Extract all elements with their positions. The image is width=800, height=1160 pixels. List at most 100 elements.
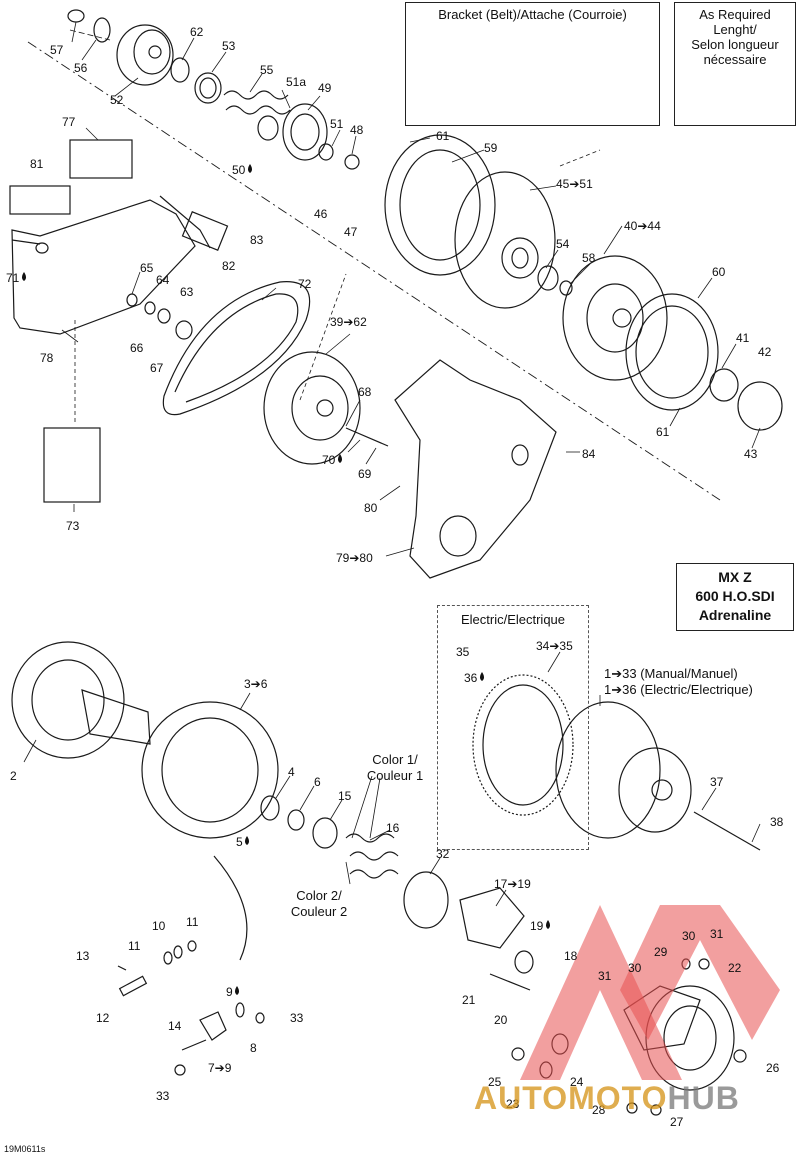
color1-line2: Couleur 1 <box>366 768 424 783</box>
part-label-p32: 32 <box>436 847 450 861</box>
part-label-p35: 35 <box>456 645 470 659</box>
as-required-line2: Lenght/ <box>713 22 757 37</box>
part-label-p67: 67 <box>150 361 164 375</box>
part-label-p57: 57 <box>50 43 64 57</box>
part-label-p24: 24 <box>570 1075 584 1089</box>
watermark-brand: AUTOMOTOHUB <box>474 1080 740 1117</box>
model-line2: 600 H.O.SDI <box>695 588 775 604</box>
part-label-p56: 56 <box>74 61 88 75</box>
as-required-line4: nécessaire <box>703 52 767 67</box>
part-label-p21: 21 <box>462 993 476 1007</box>
part-label-p39_62: 39➔62 <box>330 315 367 329</box>
part-label-p3_6: 3➔6 <box>244 677 268 691</box>
part-label-p58: 58 <box>582 251 596 265</box>
watermark-triangles <box>520 905 780 1080</box>
color1-note: Color 1/ Couleur 1 <box>360 752 430 784</box>
manual-range-note: 1➔33 (Manual/Manuel) <box>604 666 738 681</box>
part-label-p4: 4 <box>288 765 295 779</box>
part-label-p20: 20 <box>494 1013 508 1027</box>
part-label-p66: 66 <box>130 341 144 355</box>
color2-line2: Couleur 2 <box>290 904 348 919</box>
part-label-p65: 65 <box>140 261 154 275</box>
oil-drop-icon <box>22 272 26 281</box>
part-label-p33b: 33 <box>156 1089 170 1103</box>
model-line3: Adrenaline <box>698 607 772 623</box>
part-label-p42: 42 <box>758 345 772 359</box>
part-label-p25: 25 <box>488 1075 502 1089</box>
part-label-p41: 41 <box>736 331 750 345</box>
part-label-p22: 22 <box>728 961 742 975</box>
part-label-p72: 72 <box>298 277 312 291</box>
reference-code: 19M0611s <box>4 1144 46 1154</box>
part-label-p68: 68 <box>358 385 372 399</box>
part-label-p81: 81 <box>30 157 44 171</box>
part-label-p33a: 33 <box>290 1011 304 1025</box>
part-label-p31b: 31 <box>598 969 612 983</box>
color2-line1: Color 2/ <box>296 888 342 903</box>
part-label-p62: 62 <box>190 25 204 39</box>
watermark-brand-b: HUB <box>667 1080 740 1116</box>
part-label-p38: 38 <box>770 815 784 829</box>
part-label-p26: 26 <box>766 1061 780 1075</box>
part-label-p84: 84 <box>582 447 596 461</box>
model-line1: MX Z <box>718 569 752 585</box>
part-label-p49: 49 <box>318 81 332 95</box>
oil-drop-icon <box>235 986 239 995</box>
part-label-p78: 78 <box>40 351 54 365</box>
as-required-box: As Required Lenght/ Selon longueur néces… <box>674 2 796 126</box>
oil-drop-icon <box>480 672 484 681</box>
color2-note: Color 2/ Couleur 2 <box>284 888 354 920</box>
part-label-p5: 5 <box>236 835 243 849</box>
part-label-p10: 10 <box>152 919 166 933</box>
part-label-p64: 64 <box>156 273 170 287</box>
part-label-p52: 52 <box>110 93 124 107</box>
part-label-p30b: 30 <box>628 961 642 975</box>
part-label-p11b: 11 <box>128 939 141 953</box>
electric-range-note: 1➔36 (Electric/Electrique) <box>604 682 753 697</box>
part-label-p9: 9 <box>226 985 233 999</box>
part-label-p15: 15 <box>338 789 352 803</box>
model-box: MX Z 600 H.O.SDI Adrenaline <box>676 563 794 631</box>
part-label-p2: 2 <box>10 769 17 783</box>
part-label-p51: 51 <box>330 117 344 131</box>
part-label-p19: 19 <box>530 919 544 933</box>
part-label-p45_51: 45➔51 <box>556 177 593 191</box>
electric-title: Electric/Electrique <box>460 612 566 627</box>
part-label-p46: 46 <box>314 207 328 221</box>
part-label-p17_19: 17➔19 <box>494 877 531 891</box>
part-label-p18: 18 <box>564 949 578 963</box>
oil-drop-icon <box>338 454 342 463</box>
part-label-p53: 53 <box>222 39 236 53</box>
part-label-p83: 83 <box>250 233 264 247</box>
range-notes: 1➔33 (Manual/Manuel) 1➔36 (Electric/Elec… <box>604 666 753 698</box>
oil-drop-icon <box>248 164 252 173</box>
part-label-p54: 54 <box>556 237 570 251</box>
as-required-line3: Selon longueur <box>691 37 779 52</box>
part-label-p14: 14 <box>168 1019 182 1033</box>
part-label-p59: 59 <box>484 141 498 155</box>
part-label-p48: 48 <box>350 123 364 137</box>
part-label-p40_44: 40➔44 <box>624 219 661 233</box>
part-label-p79_80: 79➔80 <box>336 551 373 565</box>
part-label-p69: 69 <box>358 467 372 481</box>
part-label-p29: 29 <box>654 945 668 959</box>
part-label-p36: 36 <box>464 671 478 685</box>
electric-box: Electric/Electrique <box>437 605 589 850</box>
fixed-sheave <box>116 24 174 86</box>
oil-drop-icon <box>245 836 249 845</box>
part-label-p34_35: 34➔35 <box>536 639 573 653</box>
part-label-p11a: 11 <box>186 915 199 929</box>
part-label-p13: 13 <box>76 949 90 963</box>
watermark-brand-a: AUTOMOTO <box>474 1080 668 1116</box>
part-label-p73: 73 <box>66 519 80 533</box>
part-label-p80: 80 <box>364 501 378 515</box>
part-label-p77: 77 <box>62 115 76 129</box>
bracket-belt-title: Bracket (Belt)/Attache (Courroie) <box>438 7 627 22</box>
as-required-line1: As Required <box>699 7 771 22</box>
part-label-p28: 28 <box>592 1103 606 1117</box>
part-label-p30a: 30 <box>682 929 696 943</box>
part-label-p55: 55 <box>260 63 274 77</box>
part-label-p8: 8 <box>250 1041 257 1055</box>
part-label-p63: 63 <box>180 285 194 299</box>
part-label-p71: 71 <box>6 271 20 285</box>
